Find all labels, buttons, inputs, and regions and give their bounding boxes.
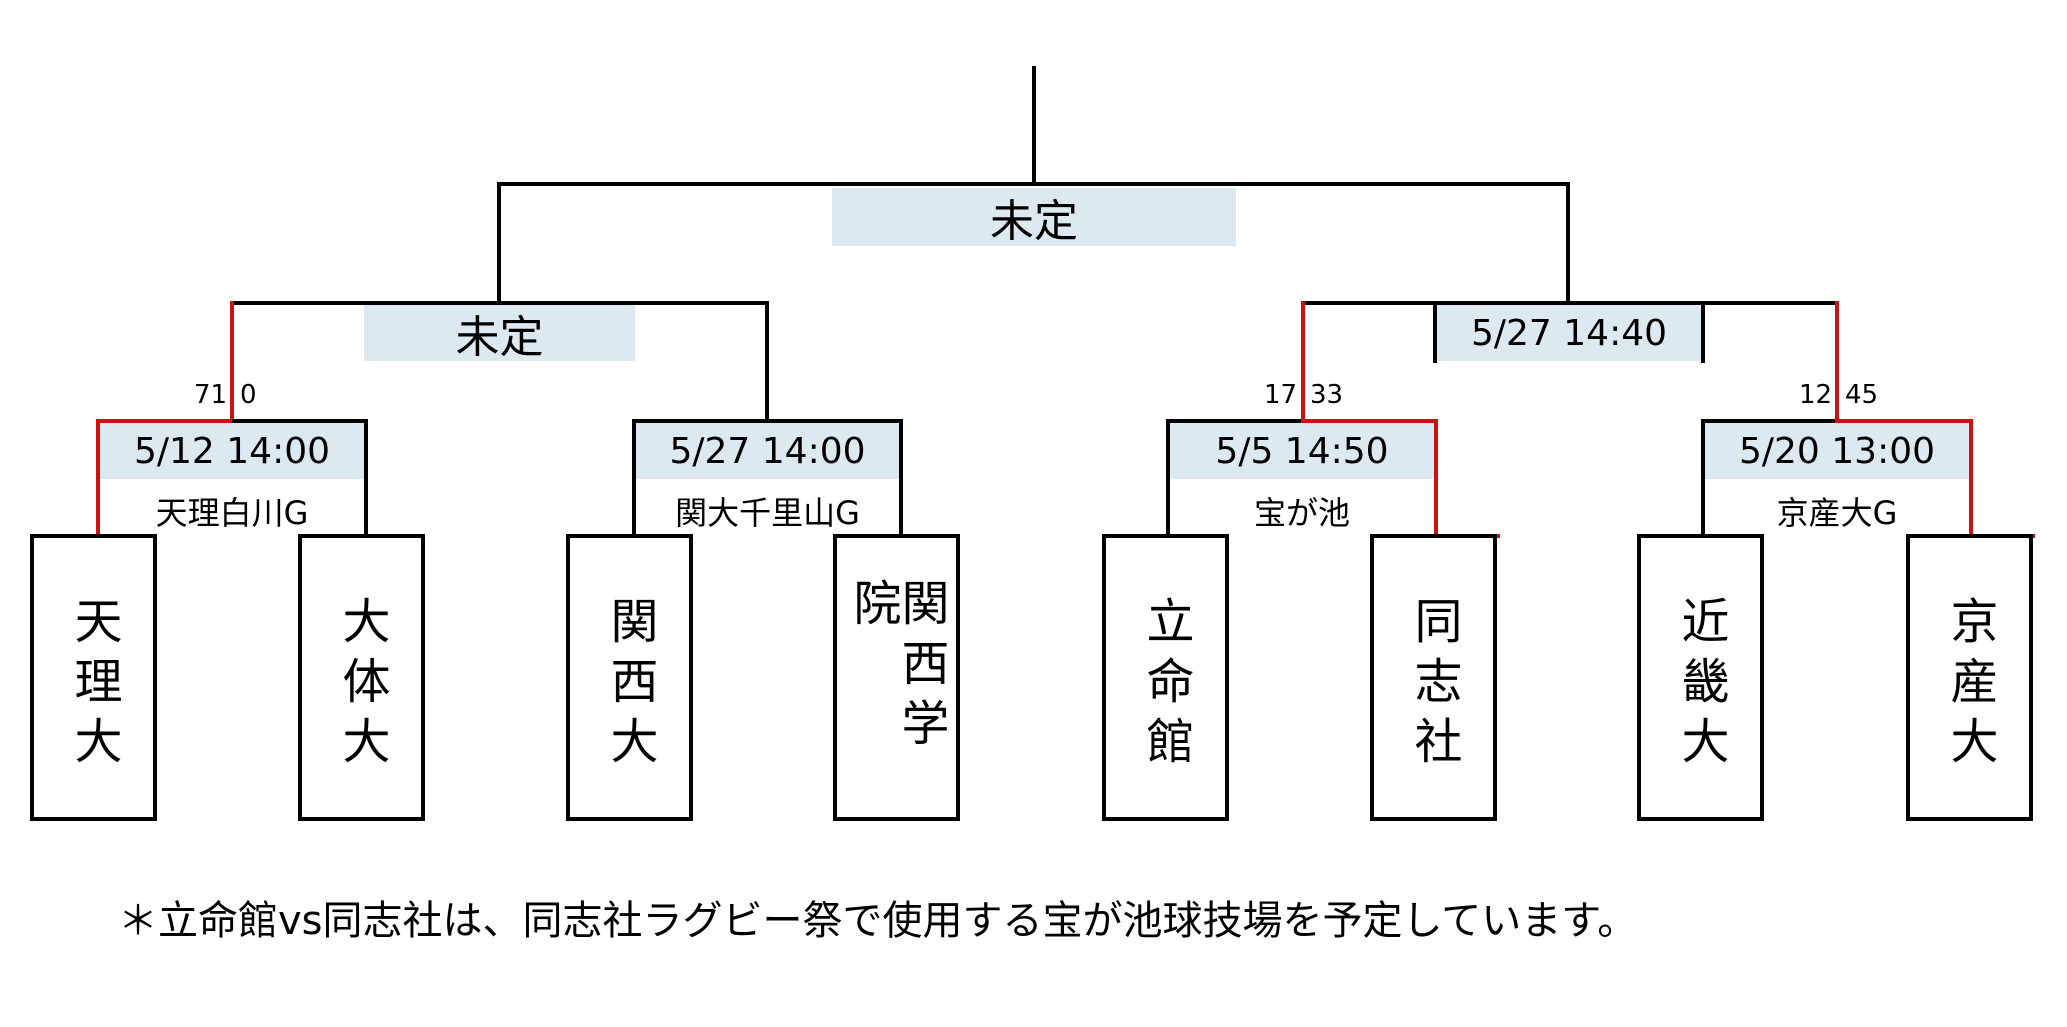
score-left: 17 — [1264, 380, 1298, 410]
team-name: 天理大 — [65, 596, 122, 776]
winner-line — [96, 419, 234, 423]
team-name: 大体大 — [333, 596, 390, 776]
winner-line — [230, 301, 234, 421]
bracket-line — [899, 419, 903, 536]
team-box: 立命館 — [1102, 534, 1229, 821]
match-datetime: 5/5 14:50 — [1170, 423, 1434, 479]
bracket-line — [632, 419, 903, 423]
winner-line — [96, 419, 100, 536]
bracket-line — [232, 301, 769, 305]
match-venue: 関大千里山G — [675, 494, 860, 532]
bracket-line — [497, 182, 1570, 186]
bracket-line — [364, 419, 368, 536]
bracket-line — [1166, 419, 1170, 536]
score-left: 71 — [194, 380, 228, 410]
team-box: 同志社 — [1370, 534, 1497, 821]
score-right: 45 — [1845, 380, 1879, 410]
bracket-line — [1701, 419, 1705, 536]
bracket-line — [1032, 66, 1036, 184]
bracket-line — [765, 301, 769, 421]
winner-line — [1835, 419, 1973, 423]
bracket-line — [1701, 301, 1705, 363]
team-name: 同志社 — [1405, 596, 1462, 776]
winner-line — [1835, 301, 1839, 421]
team-name: 立命館 — [1137, 596, 1194, 776]
winner-line — [1434, 419, 1438, 536]
bracket-line — [1701, 419, 1837, 423]
footnote: ＊立命館vs同志社は、同志社ラグビー祭で使用する宝が池球技場を予定しています。 — [118, 898, 1638, 944]
bracket-line — [632, 419, 636, 536]
team-name: 京産大 — [1941, 596, 1998, 776]
bracket-line — [1566, 182, 1570, 303]
bracket-line — [497, 182, 501, 303]
bracket-line — [1303, 301, 1839, 305]
team-box: 大体大 — [298, 534, 425, 821]
score-right: 33 — [1310, 380, 1344, 410]
match-datetime: 5/12 14:00 — [100, 423, 364, 479]
team-name: 近畿大 — [1672, 596, 1729, 776]
match-datetime: 5/20 13:00 — [1705, 423, 1969, 479]
winner-line — [1969, 419, 1973, 536]
bracket-line — [1433, 301, 1437, 363]
bracket-line — [1166, 419, 1303, 423]
match-venue: 宝が池 — [1253, 494, 1350, 532]
match-venue: 天理白川G — [155, 494, 309, 532]
team-box: 天理大 — [30, 534, 157, 821]
winner-line — [1301, 301, 1305, 421]
score-left: 12 — [1799, 380, 1833, 410]
semifinal-label-left: 未定 — [364, 305, 635, 363]
semifinal-label-right: 5/27 14:40 — [1437, 305, 1701, 361]
final-label: 未定 — [832, 188, 1236, 247]
winner-line — [1301, 419, 1438, 423]
score-right: 0 — [240, 380, 257, 410]
team-box: 近畿大 — [1637, 534, 1764, 821]
match-datetime: 5/27 14:00 — [636, 423, 899, 479]
team-name: 関西学院 — [844, 578, 949, 758]
team-name: 関西大 — [601, 596, 658, 776]
team-box: 関西学院 — [833, 534, 960, 821]
team-box: 京産大 — [1906, 534, 2033, 821]
team-box: 関西大 — [566, 534, 693, 821]
bracket-line — [232, 419, 368, 423]
match-venue: 京産大G — [1776, 494, 1898, 532]
